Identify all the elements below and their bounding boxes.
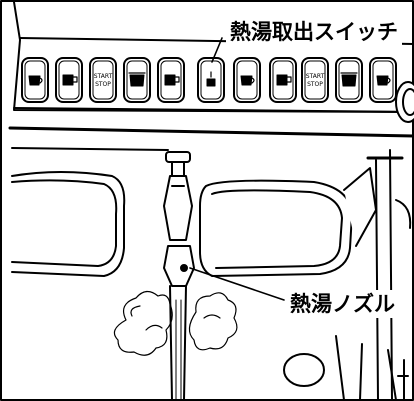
mug-icon	[164, 74, 180, 86]
hot-water-icon	[206, 71, 216, 87]
steam-cloud-left	[113, 290, 173, 356]
start-stop-text: STOP	[307, 81, 323, 88]
start-stop-text: START	[306, 73, 325, 80]
right-tray	[199, 167, 377, 277]
panel-button-b8[interactable]	[269, 57, 297, 103]
cup-icon	[240, 75, 255, 86]
cup-icon	[376, 75, 391, 86]
side-tube	[366, 149, 412, 401]
panel-button-b6[interactable]	[197, 57, 225, 103]
hot-water-switch-label: 熱湯取出スイッチ	[226, 18, 402, 46]
pot-icon	[340, 72, 358, 87]
nozzle-leader-line	[189, 267, 285, 301]
hot-water-nozzle	[163, 151, 195, 401]
hot-water-nozzle-label: 熱湯ノズル	[286, 290, 399, 318]
mug-icon	[62, 74, 78, 86]
panel-button-b5[interactable]	[157, 57, 185, 103]
start-stop-text: START	[94, 73, 113, 80]
panel-button-b1[interactable]	[21, 57, 49, 103]
cup-outline	[283, 335, 363, 401]
panel-button-b7[interactable]	[233, 57, 261, 103]
panel-button-b11[interactable]	[369, 57, 397, 103]
panel-button-b10[interactable]	[335, 57, 363, 103]
knob	[395, 81, 414, 123]
pot-icon	[128, 72, 146, 87]
steam-cloud-right	[188, 292, 238, 351]
panel-button-b2[interactable]	[55, 57, 83, 103]
mug-icon	[276, 74, 292, 86]
switch-leader-line	[211, 37, 223, 63]
start-stop-text: STOP	[95, 81, 111, 88]
cup-icon	[28, 75, 43, 86]
panel-button-b4[interactable]	[123, 57, 151, 103]
left-tray	[11, 171, 126, 277]
